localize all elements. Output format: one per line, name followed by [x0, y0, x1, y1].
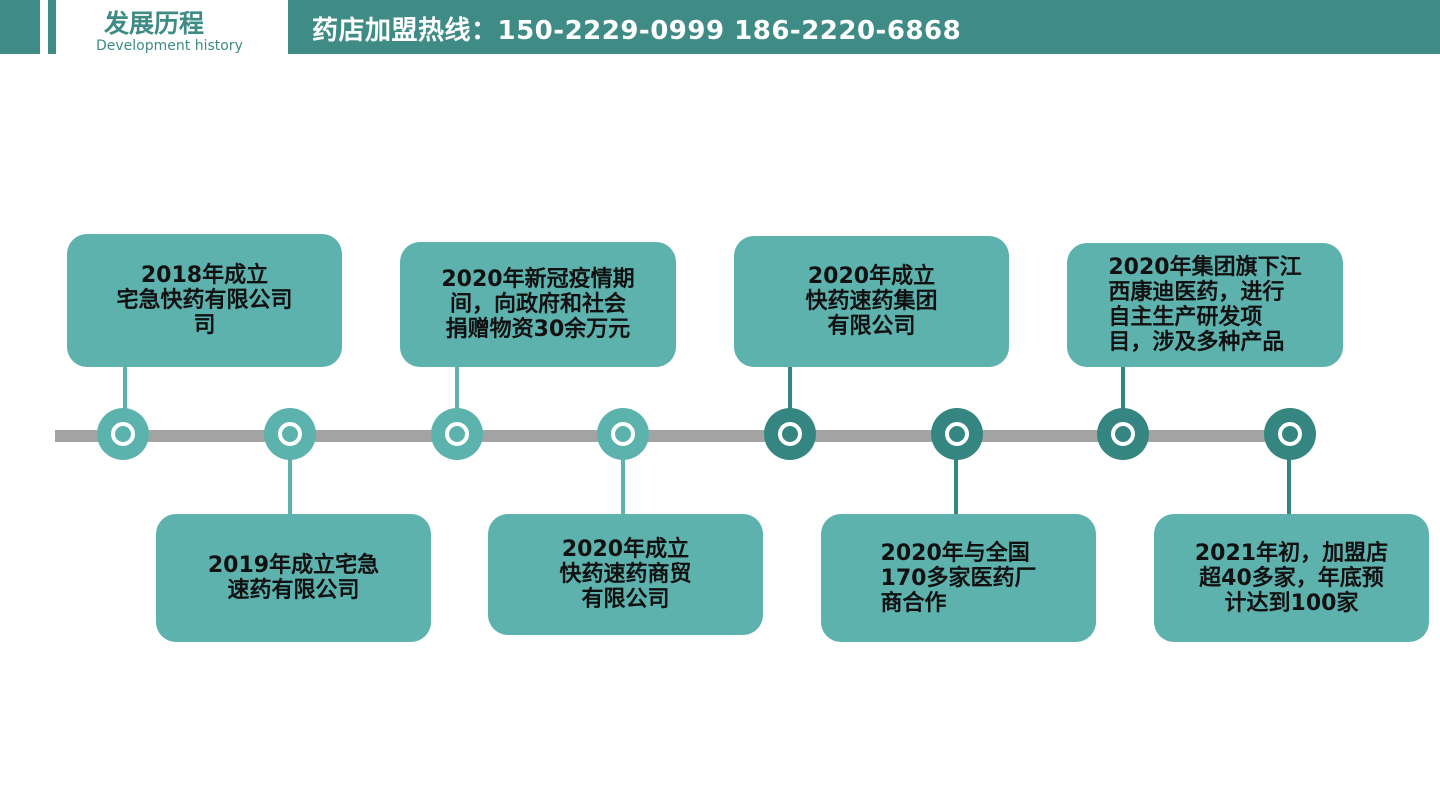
timeline-node-2: [264, 408, 316, 460]
event-text-3: 2020年新冠疫情期 间，向政府和社会 捐赠物资30余万元: [441, 267, 635, 342]
event-text-6: 2020年与全国 170多家医药厂 商合作: [880, 540, 1037, 616]
event-card-6: 2020年与全国 170多家医药厂 商合作: [821, 514, 1096, 642]
timeline-node-7: [1097, 408, 1149, 460]
title-block: 发展历程 Development history: [60, 0, 285, 54]
stem-1: [123, 366, 127, 414]
page-subtitle: Development history: [96, 38, 243, 54]
event-text-1: 2018年成立 宅急快药有限公司 司: [116, 263, 293, 338]
timeline-node-4: [597, 408, 649, 460]
event-card-7: 2020年集团旗下江 西康迪医药，进行 自主生产研发项 目，涉及多种产品: [1067, 243, 1343, 367]
timeline-node-5: [764, 408, 816, 460]
stem-7: [1121, 366, 1125, 414]
hotline-banner: 药店加盟热线：150-2229-0999 186-2220-6868: [288, 0, 1440, 54]
stem-8: [1287, 456, 1291, 516]
event-card-4: 2020年成立 快药速药商贸 有限公司: [488, 514, 763, 635]
event-text-2: 2019年成立宅急 速药有限公司: [207, 553, 380, 603]
timeline-node-8: [1264, 408, 1316, 460]
header-accent-bar: [0, 0, 40, 54]
header-accent-stripe: [48, 0, 56, 54]
event-card-1: 2018年成立 宅急快药有限公司 司: [67, 234, 342, 367]
stem-6: [954, 456, 958, 516]
stem-3: [455, 366, 459, 414]
stem-2: [288, 456, 292, 516]
hotline-text: 药店加盟热线：150-2229-0999 186-2220-6868: [312, 16, 962, 46]
event-card-5: 2020年成立 快药速药集团 有限公司: [734, 236, 1009, 367]
stem-4: [621, 456, 625, 516]
timeline-node-1: [97, 408, 149, 460]
stem-5: [788, 366, 792, 414]
event-card-2: 2019年成立宅急 速药有限公司: [156, 514, 431, 642]
timeline-node-6: [931, 408, 983, 460]
event-text-5: 2020年成立 快药速药集团 有限公司: [805, 264, 938, 339]
timeline-track: [55, 430, 1295, 442]
timeline-node-3: [431, 408, 483, 460]
event-text-4: 2020年成立 快药速药商贸 有限公司: [559, 537, 692, 612]
page-title: 发展历程: [104, 9, 205, 38]
event-text-8: 2021年初，加盟店 超40多家，年底预 计达到100家: [1194, 540, 1389, 616]
event-card-8: 2021年初，加盟店 超40多家，年底预 计达到100家: [1154, 514, 1429, 642]
event-text-7: 2020年集团旗下江 西康迪医药，进行 自主生产研发项 目，涉及多种产品: [1108, 255, 1302, 355]
event-card-3: 2020年新冠疫情期 间，向政府和社会 捐赠物资30余万元: [400, 242, 676, 367]
